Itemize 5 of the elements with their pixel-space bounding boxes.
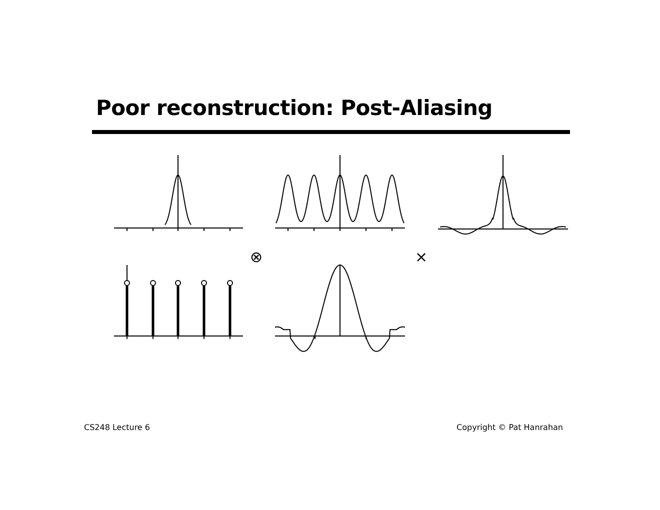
slide-title: Poor reconstruction: Post-Aliasing	[96, 96, 492, 120]
operator-symbol: ⊗	[250, 248, 263, 266]
operator-symbol: ×	[415, 248, 428, 266]
footer-text: CS248 Lecture 6	[84, 423, 150, 432]
footer-text: Copyright © Pat Hanrahan	[456, 423, 563, 432]
